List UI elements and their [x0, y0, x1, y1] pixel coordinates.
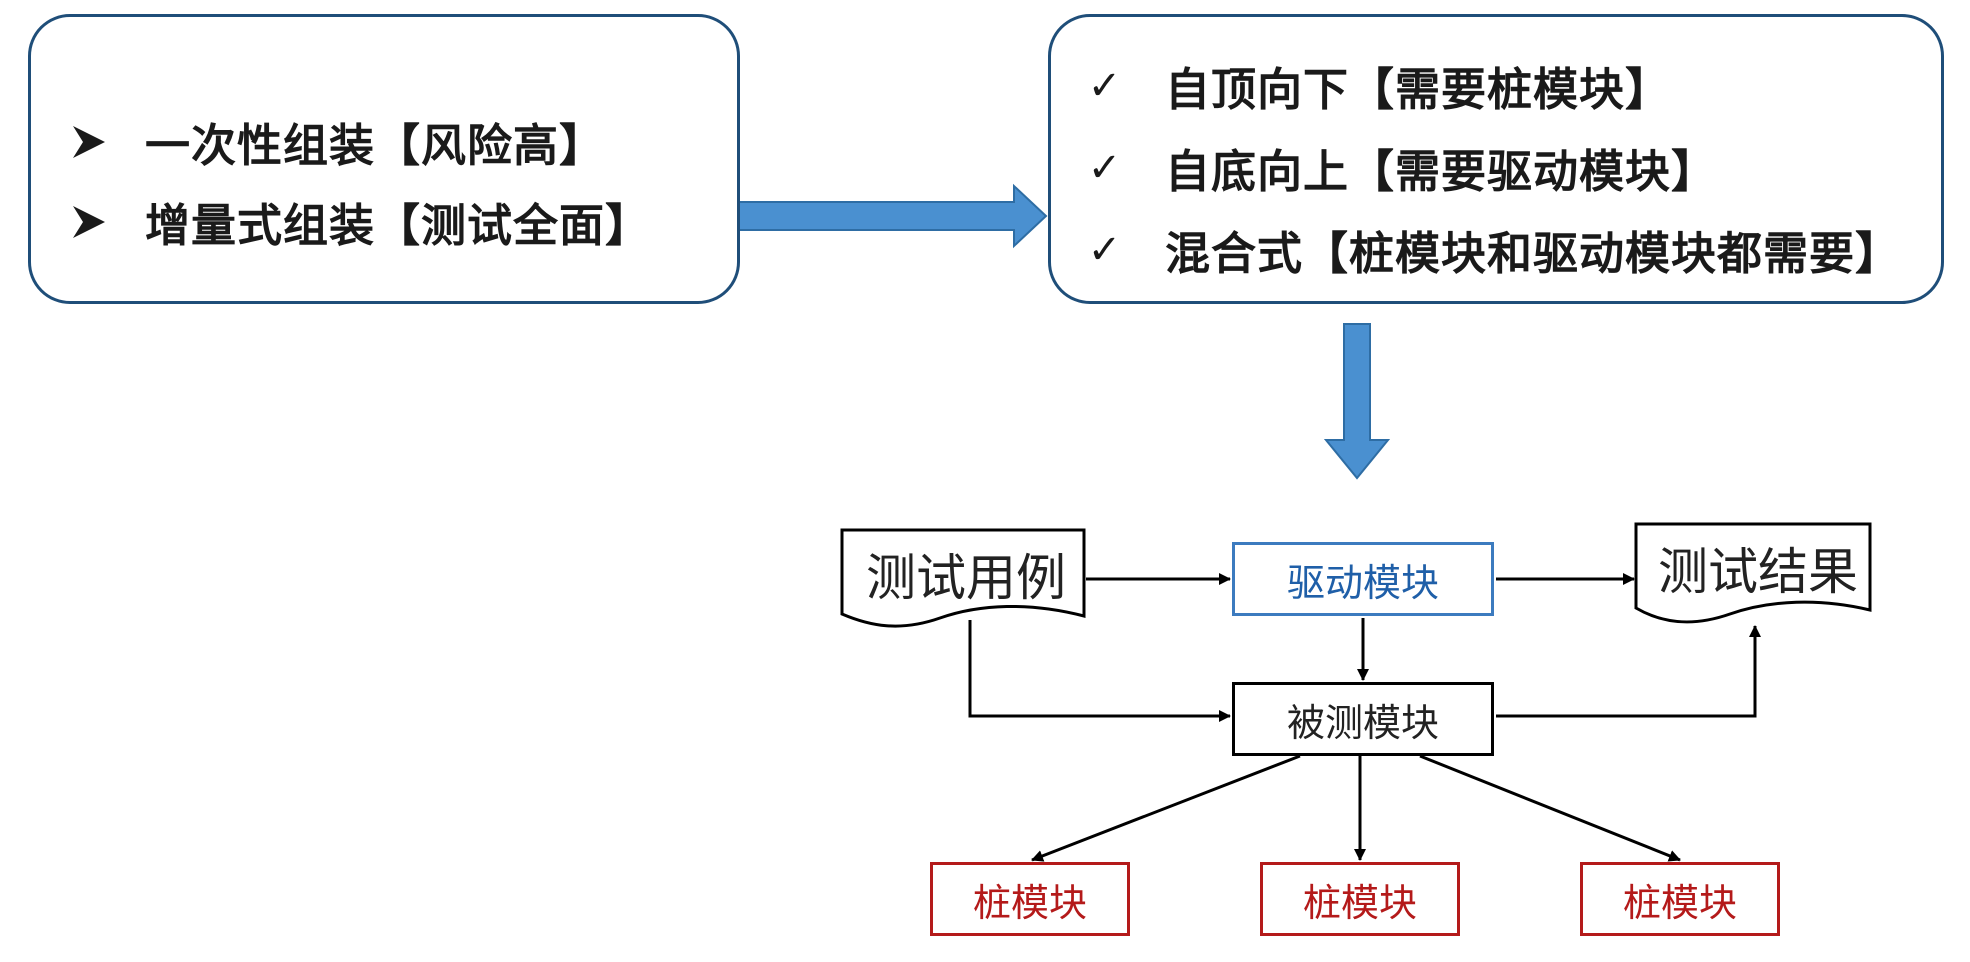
list-item-label: 混合式【桩模块和驱动模块都需要】: [1165, 227, 1902, 280]
stub-module-box: 桩模块: [1260, 862, 1460, 936]
list-item-one-shot: 一次性组装【风险高】: [71, 109, 605, 174]
stub-module-label: 桩模块: [1622, 880, 1737, 925]
list-item-label: 自底向上【需要驱动模块】: [1165, 145, 1718, 198]
list-item-incremental: 增量式组装【测试全面】: [71, 189, 651, 254]
stub-module-label: 桩模块: [1302, 880, 1417, 925]
stub-module-label: 桩模块: [972, 880, 1087, 925]
arrow-testcases-to-tested: [968, 620, 1231, 722]
list-item-hybrid: ✓ 混合式【桩模块和驱动模块都需要】: [1083, 217, 1901, 282]
driver-module-box: 驱动模块: [1232, 542, 1494, 616]
module-under-test-box: 被测模块: [1232, 682, 1494, 756]
checkmark-icon: ✓: [1087, 144, 1123, 191]
big-arrow-down: [1323, 323, 1391, 480]
test-results-document-shape: [1634, 522, 1872, 624]
list-item-label: 增量式组装【测试全面】: [145, 199, 652, 252]
arrow-tested-to-results: [1496, 625, 1761, 718]
big-arrow-right: [727, 183, 1048, 249]
integration-approach-panel: 一次性组装【风险高】 增量式组装【测试全面】: [28, 14, 740, 304]
arrow-tested-to-stub-3: [1419, 754, 1681, 862]
arrowhead-bullet-icon: [73, 205, 105, 238]
list-item-label: 一次性组装【风险高】: [145, 119, 606, 172]
list-item-top-down: ✓ 自顶向下【需要桩模块】: [1083, 53, 1671, 118]
test-results-label: 测试结果: [1658, 543, 1858, 601]
incremental-strategies-panel: ✓ 自顶向下【需要桩模块】 ✓ 自底向上【需要驱动模块】 ✓ 混合式【桩模块和驱…: [1048, 14, 1944, 304]
stub-module-box: 桩模块: [1580, 862, 1780, 936]
stub-module-box: 桩模块: [930, 862, 1130, 936]
list-item-bottom-up: ✓ 自底向上【需要驱动模块】: [1083, 135, 1717, 200]
test-cases-label: 测试用例: [866, 549, 1066, 607]
list-item-label: 自顶向下【需要桩模块】: [1165, 63, 1672, 116]
arrowhead-bullet-icon: [73, 125, 105, 158]
test-cases-document-shape: [840, 528, 1086, 628]
checkmark-icon: ✓: [1087, 226, 1123, 273]
driver-module-label: 驱动模块: [1286, 560, 1439, 605]
module-under-test-label: 被测模块: [1286, 700, 1439, 745]
checkmark-icon: ✓: [1087, 62, 1123, 109]
arrow-tested-to-stub-1: [1031, 754, 1301, 862]
